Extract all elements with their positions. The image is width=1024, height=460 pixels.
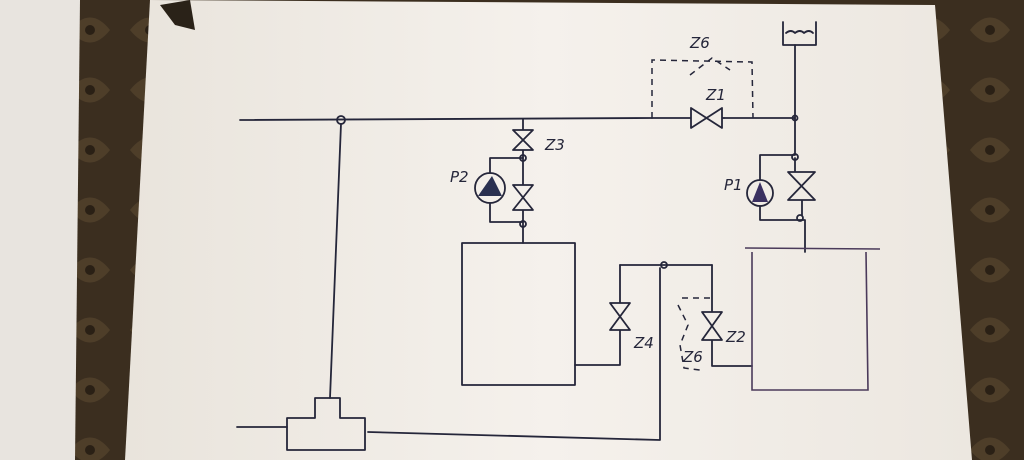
pump-p2-triangle [478,176,502,196]
valve-z2 [701,264,753,367]
valve-z1 [651,107,725,129]
dashed-bypass-z6 [677,297,710,371]
junction [519,154,527,162]
main-pipe [239,117,796,121]
label-p2: P2 [450,168,469,186]
tank-right [744,247,881,391]
label-z3: Z3 [544,136,565,154]
pump-p1-icon [746,179,774,207]
return-pipe [236,267,661,441]
expansion-vessel [782,21,817,46]
valve-z4 [574,264,631,366]
valve-right [787,157,816,216]
pump-p2-icon [474,172,506,204]
label-p1: P1 [724,176,743,194]
label-z4: Z4 [633,334,654,352]
pump-bypass-p2 [489,157,524,223]
label-z6-bottom: Z6 [682,348,703,366]
junction [519,220,527,228]
pump-p1-triangle [752,182,768,202]
valves-z3 [512,118,534,244]
label-z6-top: Z6 [689,34,710,52]
label-z2: Z2 [725,328,746,346]
tank-left [461,242,576,386]
stacked-pages [0,0,80,460]
paper-fold [160,0,195,30]
label-z1: Z1 [705,86,726,104]
paper-sheet [125,0,972,460]
junction [791,114,799,122]
distributor-block [286,397,366,451]
junction [796,214,804,222]
dashed-bypass-z6 [651,57,754,119]
vertical-pipe-left [329,123,342,399]
supply-pipe-right [759,44,806,253]
